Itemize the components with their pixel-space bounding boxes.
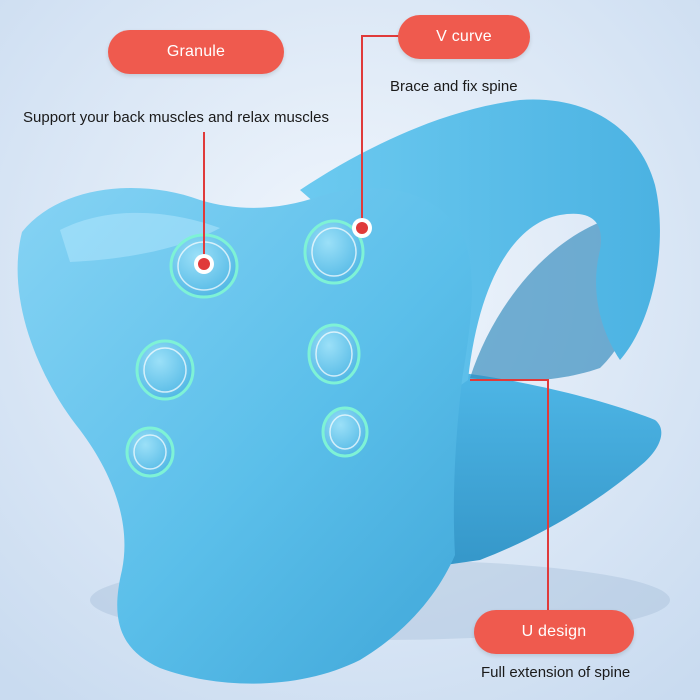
granule-marker-dot	[194, 254, 214, 274]
pillow-base	[440, 372, 662, 565]
v-curve-marker-dot	[352, 218, 372, 238]
granule-nub	[307, 323, 361, 385]
v-curve-leader-line	[361, 35, 400, 226]
u-design-description: Full extension of spine	[481, 664, 631, 681]
granule-nub	[303, 219, 365, 285]
u-design-label: U design	[521, 623, 587, 640]
pillow-body	[17, 188, 472, 684]
granule-nub	[135, 339, 195, 401]
granule-nub	[321, 406, 369, 458]
v-curve-label-pill: V curve	[398, 15, 530, 59]
pillow-horn	[300, 99, 660, 401]
v-curve-label: V curve	[436, 28, 492, 45]
pillow-highlight	[60, 212, 220, 262]
granule-nub	[125, 426, 175, 478]
u-design-label-pill: U design	[474, 610, 634, 654]
v-curve-description: Brace and fix spine	[390, 78, 518, 95]
granule-label: Granule	[166, 43, 226, 60]
granule-description: Support your back muscles and relax musc…	[23, 109, 329, 126]
granule-label-pill: Granule	[108, 30, 284, 74]
